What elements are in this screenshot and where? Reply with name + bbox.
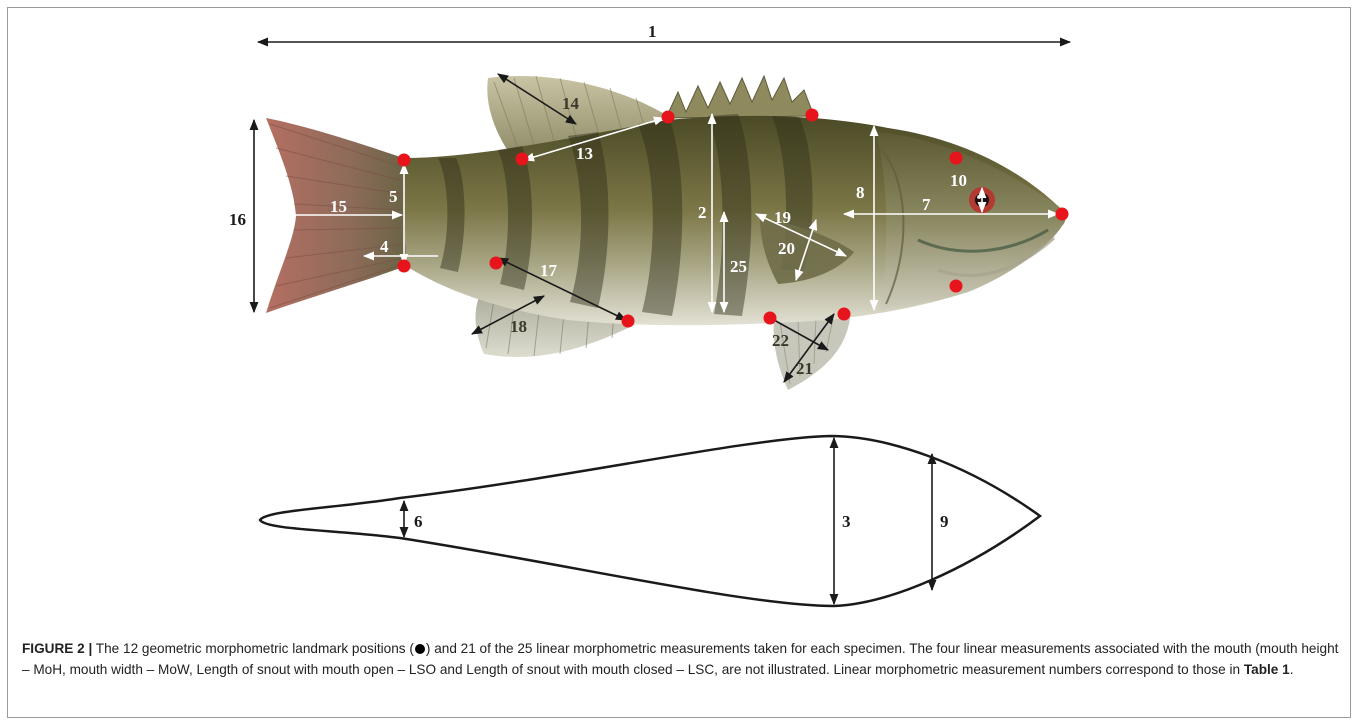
cross-section-outline: 6 3 9	[260, 436, 1040, 606]
figure-caption: FIGURE 2 | The 12 geometric morphometric…	[22, 639, 1342, 680]
label-6: 6	[414, 512, 423, 531]
label-25: 25	[730, 257, 747, 276]
figure-panel: 1 16 15 5 4 14 13 2 25 17 18 19 20 8 7 1…	[7, 7, 1351, 718]
landmark-point	[622, 315, 635, 328]
label-22: 22	[772, 331, 789, 350]
figure-label: FIGURE 2 |	[22, 641, 92, 656]
caption-end: .	[1290, 662, 1294, 677]
landmark-dot-icon	[415, 644, 425, 654]
fish-illustration: 1 16 15 5 4 14 13 2 25 17 18 19 20 8 7 1…	[8, 8, 1350, 634]
landmark-point	[806, 109, 819, 122]
landmark-point	[1056, 208, 1069, 221]
label-5: 5	[389, 187, 398, 206]
landmark-point	[516, 153, 529, 166]
label-2: 2	[698, 203, 707, 222]
label-14: 14	[562, 94, 580, 113]
spiny-dorsal-fin	[666, 76, 814, 118]
label-18: 18	[510, 317, 527, 336]
label-20: 20	[778, 239, 795, 258]
landmark-point	[950, 152, 963, 165]
landmark-point	[950, 280, 963, 293]
table-reference: Table 1	[1244, 662, 1290, 677]
landmark-point	[398, 154, 411, 167]
label-13: 13	[576, 144, 593, 163]
fish-head	[876, 132, 1065, 310]
label-16: 16	[229, 210, 246, 229]
label-8: 8	[856, 183, 865, 202]
caption-text-1: The 12 geometric morphometric landmark p…	[92, 641, 414, 656]
landmark-point	[764, 312, 777, 325]
label-17: 17	[540, 261, 558, 280]
label-15: 15	[330, 197, 347, 216]
label-3: 3	[842, 512, 851, 531]
label-19: 19	[774, 208, 791, 227]
label-9: 9	[940, 512, 949, 531]
landmark-point	[662, 111, 675, 124]
label-1: 1	[648, 22, 657, 41]
label-21: 21	[796, 359, 813, 378]
landmark-point	[398, 260, 411, 273]
label-10: 10	[950, 171, 967, 190]
label-4: 4	[380, 237, 389, 256]
landmark-point	[490, 257, 503, 270]
landmark-point	[838, 308, 851, 321]
label-7: 7	[922, 195, 931, 214]
